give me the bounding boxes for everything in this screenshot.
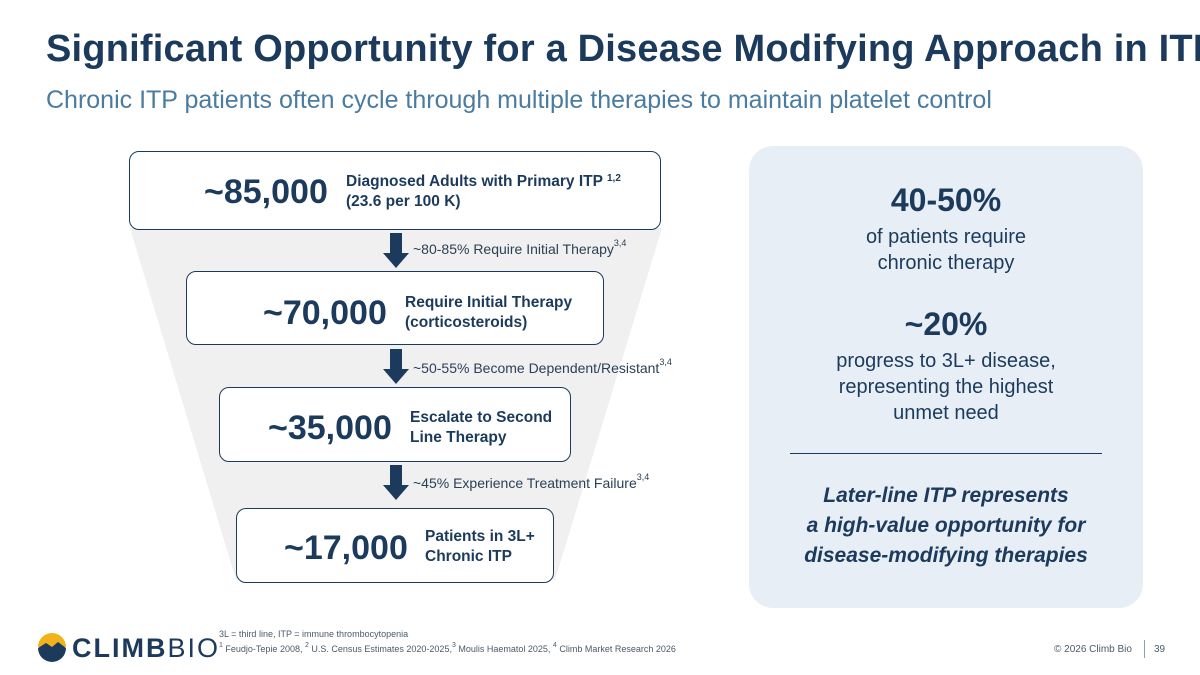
stage-3-label-line2: Line Therapy: [410, 429, 507, 446]
ref2: U.S. Census Estimates 2020-2025,: [308, 644, 452, 654]
stage-1-label-line2: (23.6 per 100 K): [346, 193, 461, 210]
down-arrow-icon: [383, 465, 409, 500]
conclusion-line1: Later-line ITP represents: [823, 484, 1069, 507]
panel-conclusion: Later-line ITP represents a high-value o…: [749, 481, 1143, 571]
copyright: © 2026 Climb Bio: [1054, 644, 1132, 655]
ref4: Climb Market Research 2026: [556, 644, 676, 654]
stat-3l-progression-desc: progress to 3L+ disease, representing th…: [749, 348, 1143, 426]
ref3-sup: 3: [451, 642, 456, 649]
slide-subtitle: Chronic ITP patients often cycle through…: [46, 86, 992, 114]
climb-bio-logo-icon: [38, 633, 66, 662]
slide-title: Significant Opportunity for a Disease Mo…: [46, 28, 1200, 70]
step-3-ref: 3,4: [636, 472, 650, 482]
step-3-text: ~45% Experience Treatment Failure3,4: [413, 472, 650, 491]
stage-4-label-line1: Patients in 3L+: [425, 528, 535, 545]
conclusion-line3: disease-modifying therapies: [804, 544, 1088, 567]
logo-word-bold: CLIMB: [72, 633, 168, 663]
stage-4-number: ~17,000: [284, 529, 408, 567]
stat-3l-progression: ~20%: [904, 306, 988, 342]
down-arrow-icon: [383, 349, 409, 384]
ref3: Moulis Haematol 2025,: [455, 644, 553, 654]
footnote-references: 1 Feudjo-Tepie 2008, 2 U.S. Census Estim…: [219, 642, 676, 654]
stat-chronic-therapy: 40-50%: [890, 182, 1002, 218]
stat2-line3: unmet need: [893, 402, 999, 424]
step-2-label: ~50-55% Become Dependent/Resistant: [413, 360, 660, 376]
ref1: Feudjo-Tepie 2008,: [222, 644, 305, 654]
funnel-stage-1: [129, 151, 661, 230]
stage-4-label: Patients in 3L+ Chronic ITP: [425, 527, 535, 567]
stage-3-label: Escalate to Second Line Therapy: [410, 408, 552, 448]
stat2-line1: progress to 3L+ disease,: [836, 350, 1056, 372]
step-2-text: ~50-55% Become Dependent/Resistant3,4: [413, 357, 672, 376]
step-3-label: ~45% Experience Treatment Failure: [413, 475, 637, 491]
ref2-sup: 2: [304, 642, 309, 649]
ref1-sup: 1: [219, 642, 223, 649]
stage-3-number: ~35,000: [268, 409, 392, 447]
step-1-text: ~80-85% Require Initial Therapy3,4: [413, 238, 627, 257]
step-1-ref: 3,4: [613, 238, 627, 248]
stat-chronic-therapy-desc: of patients require chronic therapy: [749, 224, 1143, 276]
ref4-sup: 4: [552, 642, 557, 649]
stage-3-label-line1: Escalate to Second: [410, 409, 553, 426]
down-arrow-icon: [383, 233, 409, 268]
funnel-stage-4: [236, 508, 554, 583]
stage-2-number: ~70,000: [263, 294, 387, 332]
stat1-line1: of patients require: [865, 226, 1027, 248]
stage-1-number: ~85,000: [204, 173, 328, 211]
page-separator: [1144, 640, 1145, 658]
climb-bio-wordmark: CLIMBBIO: [72, 633, 220, 664]
stage-1-label-line1: Diagnosed Adults with Primary ITP: [346, 173, 603, 190]
stage-1-label: Diagnosed Adults with Primary ITP 1,2 (2…: [346, 172, 621, 212]
step-2-ref: 3,4: [659, 357, 672, 367]
step-1-label: ~80-85% Require Initial Therapy: [413, 241, 614, 257]
stage-2-label: Require Initial Therapy (corticosteroids…: [405, 293, 572, 333]
stage-1-label-ref: 1,2: [606, 173, 621, 184]
logo-word-light: BIO: [167, 633, 220, 663]
page-number: 39: [1154, 644, 1166, 655]
stat1-line2: chronic therapy: [877, 252, 1015, 274]
panel-divider: [790, 453, 1102, 454]
stat2-line2: representing the highest: [838, 376, 1054, 398]
funnel-stage-2: [186, 271, 604, 345]
funnel-stage-3: [219, 387, 571, 462]
stage-4-label-line2: Chronic ITP: [425, 548, 512, 565]
footnote-abbreviations: 3L = third line, ITP = immune thrombocyt…: [219, 629, 409, 639]
stage-2-label-line1: Require Initial Therapy: [405, 294, 573, 311]
conclusion-line2: a high-value opportunity for: [806, 514, 1086, 537]
insight-panel: 40-50% of patients require chronic thera…: [749, 146, 1143, 608]
stage-2-label-line2: (corticosteroids): [405, 314, 528, 331]
